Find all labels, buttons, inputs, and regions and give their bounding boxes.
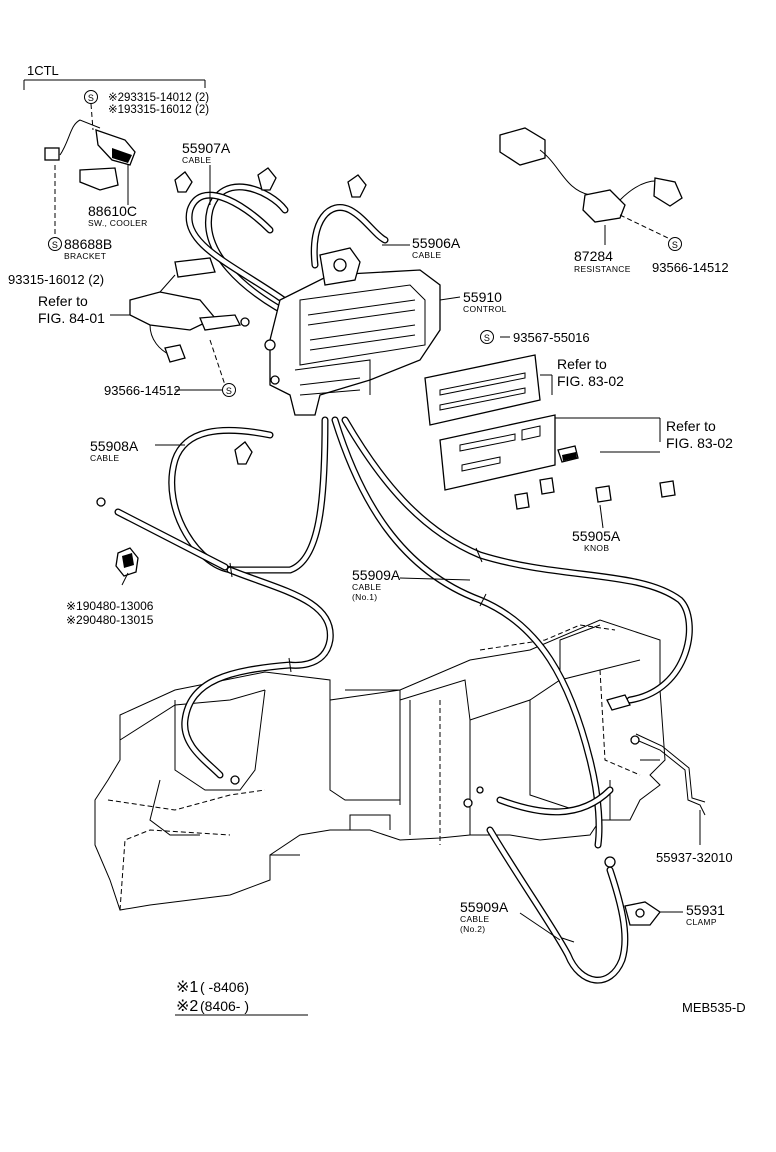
screw-93567: 93567-55016: [513, 330, 590, 345]
rod: [630, 733, 706, 816]
control-name: CONTROL: [463, 304, 507, 314]
bulb-socket: [96, 497, 139, 577]
cable-55909A-1-name: CABLE: [352, 582, 381, 592]
refer-84-line1: Refer to: [38, 293, 88, 309]
cable-55907A-name: CABLE: [182, 155, 211, 165]
cable-55909A-1-number: 55909A: [352, 567, 401, 583]
svg-text:S: S: [226, 386, 232, 396]
clamp-number: 55931: [686, 902, 725, 918]
sw-cooler-number: 88610C: [88, 203, 137, 219]
bulb-line1: ※190480-13006: [66, 599, 154, 613]
sw-cooler-name: SW., COOLER: [88, 218, 148, 228]
cable-end-fittings: [230, 694, 631, 868]
leader-lines: [23, 79, 701, 1016]
screw-93566-left: 93566-14512: [104, 383, 181, 398]
legend-line2-range: (8406- ): [200, 998, 249, 1014]
screw-93566-right: 93566-14512: [652, 260, 729, 275]
clamp: [624, 901, 661, 926]
resistance-number: 87284: [574, 248, 613, 264]
screw-symbol-top: S: [84, 90, 98, 104]
labels: 1CTL ※293315-14012 (2) ※193315-16012 (2)…: [8, 63, 733, 934]
cable-55909A-1-sub: (No.1): [352, 592, 377, 602]
resistance-assembly: [499, 127, 683, 239]
refer-83b-line2: FIG. 83-02: [666, 435, 733, 451]
cables: [114, 183, 693, 984]
refer-83a-line2: FIG. 83-02: [557, 373, 624, 389]
bracket-name: BRACKET: [64, 251, 106, 261]
svg-text:S: S: [672, 240, 678, 250]
legend-line1-mark: ※1: [176, 979, 198, 996]
screw-symbol-resistance: S: [668, 237, 682, 251]
screw-top-line2: ※193315-16012 (2): [108, 104, 209, 116]
screw-symbol-left: S: [222, 383, 236, 397]
cable-55909A-2-number: 55909A: [460, 899, 509, 915]
cable-55909A-2-sub: (No.2): [460, 924, 485, 934]
screw-symbol-bracket: S: [48, 237, 62, 251]
control-number: 55910: [463, 289, 502, 305]
cable-clips: [174, 167, 367, 465]
knob-name: KNOB: [584, 543, 609, 553]
heater-unit: [94, 619, 666, 911]
svg-text:S: S: [52, 240, 58, 250]
refer-83a-line1: Refer to: [557, 356, 607, 372]
cable-55909A-2-name: CABLE: [460, 914, 489, 924]
cable-55908A-number: 55908A: [90, 438, 139, 454]
screw-top-line1: ※293315-14012 (2): [108, 92, 209, 104]
knobs: [514, 445, 676, 510]
control-plates: [424, 354, 556, 491]
cable-55907A-number: 55907A: [182, 140, 231, 156]
bracket-number: 88688B: [64, 236, 112, 252]
cable-55908A-name: CABLE: [90, 453, 119, 463]
resistance-name: RESISTANCE: [574, 264, 631, 274]
legend-line1-range: ( -8406): [200, 979, 249, 995]
screw-93315: 93315-16012 (2): [8, 272, 104, 287]
svg-text:S: S: [484, 333, 490, 343]
refer-84-line2: FIG. 84-01: [38, 310, 105, 326]
control-assembly: [264, 247, 441, 416]
rod-number: 55937-32010: [656, 850, 733, 865]
clamp-name: CLAMP: [686, 917, 717, 927]
legend: ※1 ( -8406) ※2 (8406- ): [176, 979, 249, 1015]
legend-line2-mark: ※2: [176, 998, 198, 1015]
cable-55906A-number: 55906A: [412, 235, 461, 251]
svg-text:S: S: [88, 93, 94, 103]
figure-code: MEB535-D: [682, 1000, 746, 1015]
cable-55906A-name: CABLE: [412, 250, 441, 260]
blower-switch-assembly: [129, 257, 250, 386]
refer-83b-line1: Refer to: [666, 418, 716, 434]
screw-symbols: S S S S S: [48, 90, 682, 397]
knob-number: 55905A: [572, 528, 621, 544]
screw-symbol-control: S: [480, 330, 494, 344]
bulb-line2: ※290480-13015: [66, 613, 154, 627]
group-label: 1CTL: [27, 63, 59, 78]
